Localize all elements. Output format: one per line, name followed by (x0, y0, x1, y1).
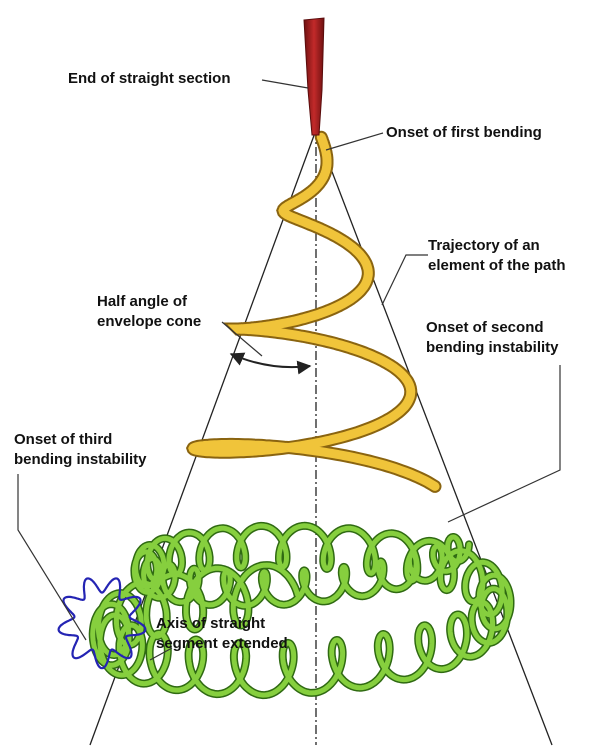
straight-section (304, 18, 324, 135)
label-half-angle-line2: envelope cone (97, 312, 201, 332)
label-axis-line1: Axis of straight (156, 614, 288, 634)
first-bending-helix (193, 137, 435, 486)
label-onset-second-line2: bending instability (426, 338, 559, 358)
leader-onset-first (326, 133, 383, 150)
label-axis-line2: segment extended (156, 634, 288, 654)
label-onset-third: Onset of third bending instability (14, 430, 147, 470)
label-onset-first: Onset of first bending (386, 123, 542, 143)
label-half-angle: Half angle of envelope cone (97, 292, 201, 332)
label-trajectory-line1: Trajectory of an (428, 236, 566, 256)
label-onset-third-line1: Onset of third (14, 430, 147, 450)
label-trajectory: Trajectory of an element of the path (428, 236, 566, 276)
label-onset-second: Onset of second bending instability (426, 318, 559, 358)
label-onset-second-line1: Onset of second (426, 318, 559, 338)
label-trajectory-line2: element of the path (428, 256, 566, 276)
half-angle-arrow-icon (231, 354, 310, 367)
label-onset-third-line2: bending instability (14, 450, 147, 470)
second-bending-coil (93, 526, 511, 695)
leader-onset-second (448, 365, 560, 522)
label-half-angle-line1: Half angle of (97, 292, 201, 312)
label-end-straight: End of straight section (68, 69, 231, 89)
leader-end-straight (262, 80, 308, 88)
leader-onset-third (18, 474, 86, 640)
leader-trajectory (382, 255, 428, 305)
label-axis: Axis of straight segment extended (156, 614, 288, 654)
